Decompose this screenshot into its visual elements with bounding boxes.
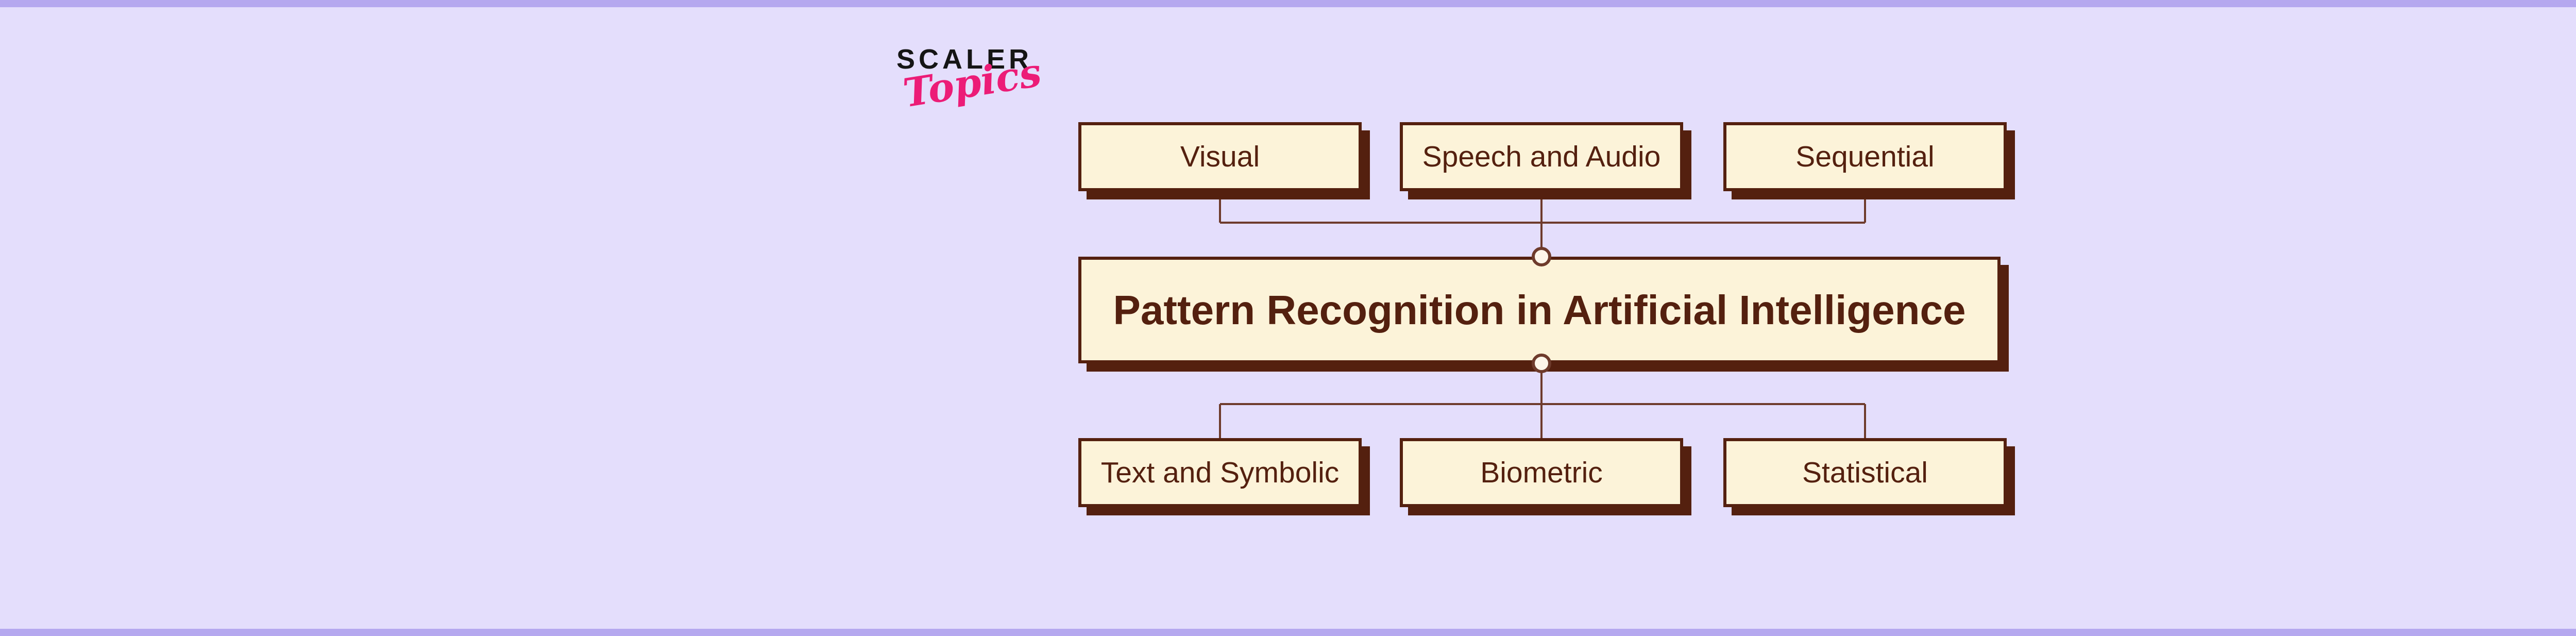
connector-line — [1219, 191, 1221, 223]
connector-line — [1864, 191, 1866, 223]
connector-line — [1219, 404, 1221, 438]
junction-dot-top — [1532, 247, 1551, 266]
scaler-topics-logo: SCALER Topics — [896, 44, 1044, 116]
connector-line — [1540, 223, 1543, 257]
connector-line — [1540, 363, 1543, 404]
node-statistical: Statistical — [1723, 438, 2007, 507]
connector-line — [1540, 404, 1543, 438]
connector-line — [1864, 404, 1866, 438]
node-speech-and-audio: Speech and Audio — [1400, 122, 1683, 191]
connector-line — [1220, 222, 1865, 224]
top-border-strip — [0, 0, 2576, 7]
node-visual: Visual — [1078, 122, 1362, 191]
bottom-border-strip — [0, 629, 2576, 636]
node-sequential: Sequential — [1723, 122, 2007, 191]
logo-brand-text: SCALER — [896, 44, 1033, 75]
node-biometric: Biometric — [1400, 438, 1683, 507]
connector-line — [1540, 191, 1543, 223]
connector-line — [1220, 403, 1865, 405]
junction-dot-bottom — [1532, 354, 1551, 373]
node-central-title: Pattern Recognition in Artificial Intell… — [1078, 257, 2001, 363]
node-text-and-symbolic: Text and Symbolic — [1078, 438, 1362, 507]
